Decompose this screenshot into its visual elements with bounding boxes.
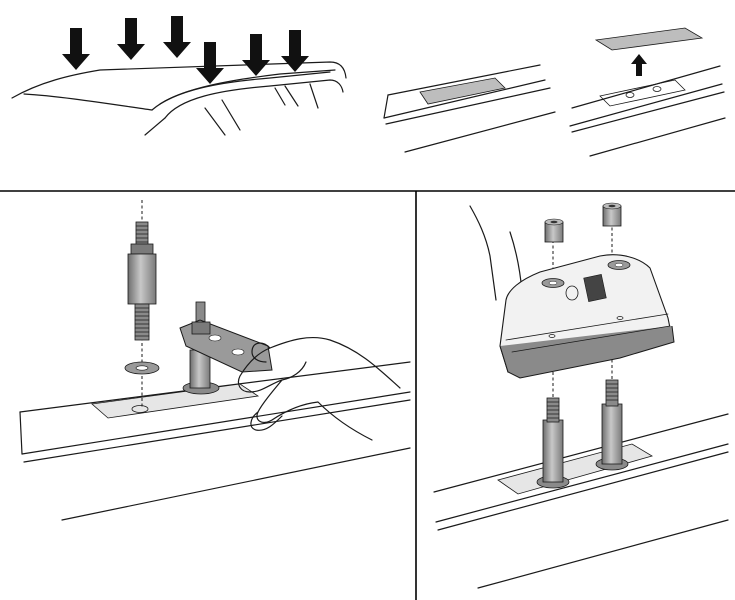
hole <box>652 86 662 92</box>
press-arrow-icon <box>281 30 309 72</box>
press-arrow-icon <box>196 42 224 84</box>
label-plate <box>583 274 607 302</box>
hex-nut <box>544 218 564 243</box>
step-4-bolt-wrench <box>19 200 411 521</box>
hole <box>625 92 635 98</box>
lifted-pad <box>594 27 704 51</box>
press-arrow-icon <box>62 28 90 70</box>
hex-nut <box>602 202 622 227</box>
step-3-pad-removal <box>569 27 726 157</box>
step-5-foot-mounting <box>433 202 729 589</box>
rail-pad <box>419 77 506 105</box>
spacer <box>127 253 157 305</box>
bolt-thread <box>605 379 619 407</box>
bolt-thread <box>134 303 150 341</box>
spacer <box>542 419 564 483</box>
spacer <box>601 403 623 465</box>
press-arrow-icon <box>117 18 145 60</box>
step-1-roof-arrows <box>11 16 347 136</box>
foot-base <box>499 325 675 379</box>
press-arrow-icon <box>242 34 270 76</box>
lift-arrow-icon <box>631 54 647 76</box>
rail-slot <box>91 383 260 419</box>
press-arrow-icon <box>163 16 191 58</box>
step-2-rail-pad <box>383 64 556 153</box>
